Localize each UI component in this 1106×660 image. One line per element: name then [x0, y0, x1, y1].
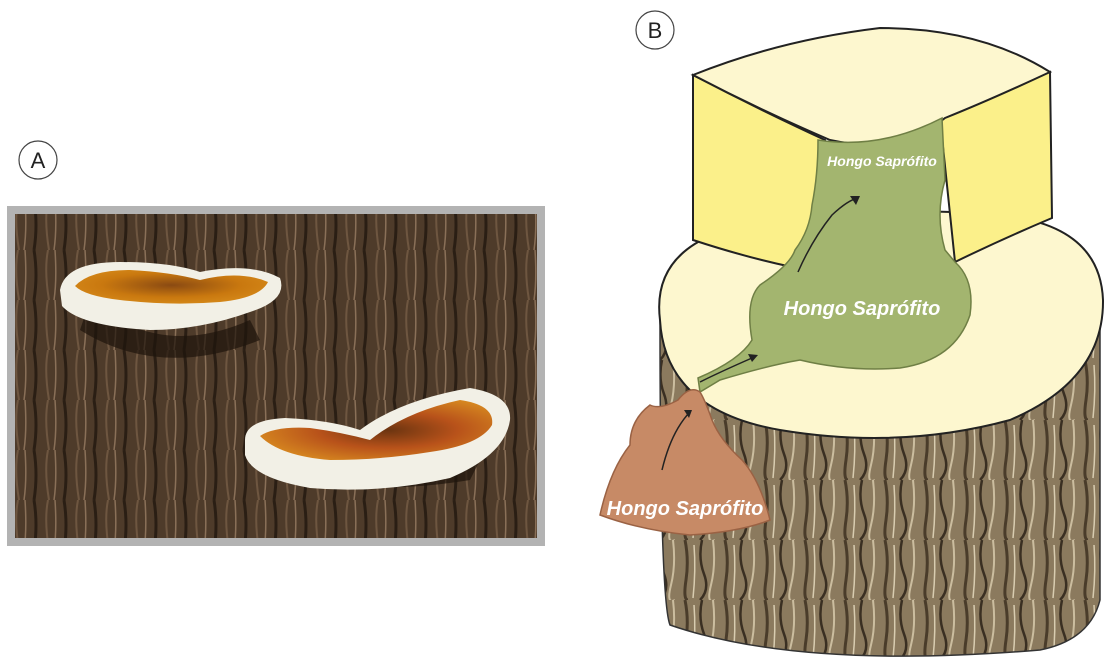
fungus-label-bottom: Hongo Saprófito: [607, 498, 764, 520]
fungus-label-top: Hongo Saprófito: [827, 153, 937, 169]
panel-a-label: A: [31, 148, 46, 173]
panel-a-badge: A: [19, 141, 57, 179]
fungus-photo: [7, 206, 545, 546]
panel-a: A: [7, 141, 545, 546]
panel-b-badge: B: [636, 11, 674, 49]
panel-b-label: B: [648, 18, 663, 43]
panel-b: B Hongo Saprófito Hongo Saprófito Hongo …: [600, 11, 1103, 656]
photo-wood-background: [15, 214, 537, 538]
fungus-label-middle: Hongo Saprófito: [784, 298, 941, 320]
